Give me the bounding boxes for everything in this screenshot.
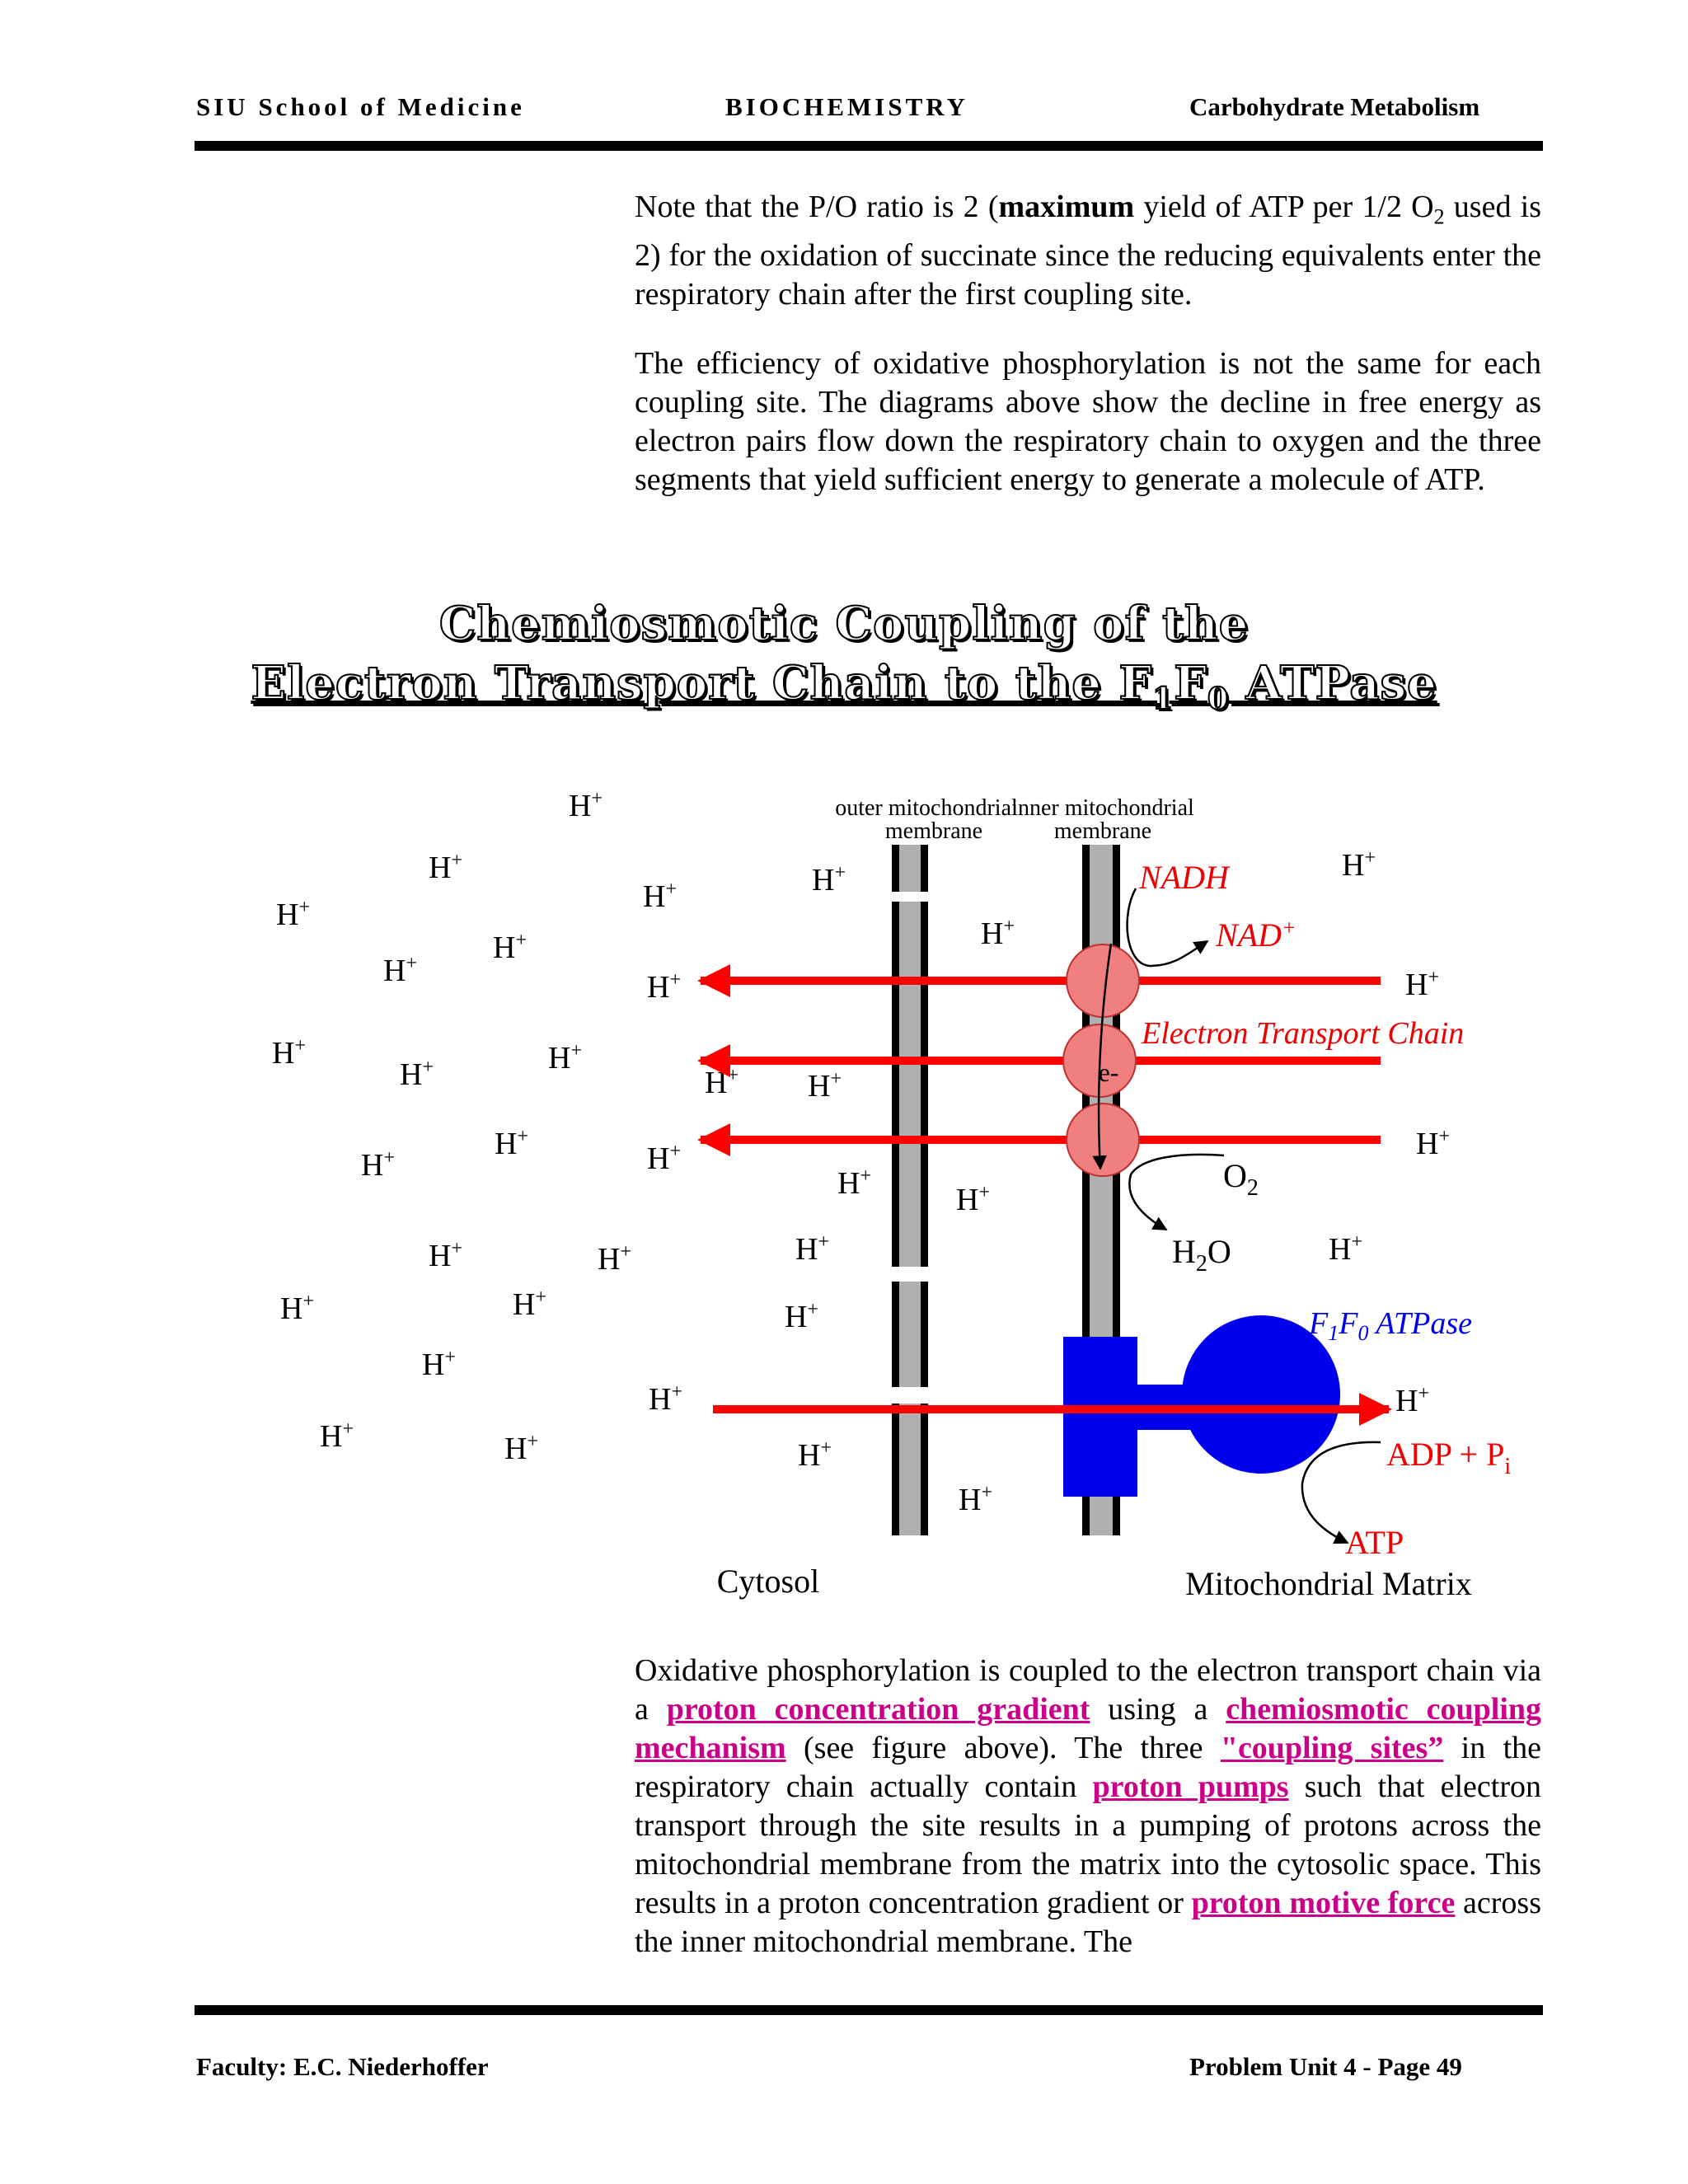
proton-label: H+: [959, 1482, 992, 1517]
proton-label: H+: [647, 1141, 681, 1176]
proton-label: H+: [548, 1040, 582, 1076]
oxygen-arrow: [1128, 1153, 1225, 1231]
proton-label: H+: [320, 1418, 354, 1454]
footer-faculty: Faculty: E.C. Niederhoffer: [196, 2052, 489, 2081]
etc-label: Electron Transport Chain: [1141, 1016, 1464, 1051]
inner-membrane-label: inner mitochondrial membrane: [1011, 795, 1194, 844]
proton-label: H+: [495, 1126, 528, 1161]
etc-complex-3: [1066, 1103, 1140, 1177]
proton-label: H+: [400, 1057, 434, 1092]
proton-label: H+: [981, 916, 1015, 951]
proton-label: H+: [837, 1165, 871, 1201]
proton-label: H+: [422, 1347, 456, 1382]
proton-label: H+: [383, 953, 417, 988]
matrix-label: Mitochondrial Matrix: [1185, 1565, 1472, 1602]
proton-label: H+: [429, 850, 462, 885]
header-school: SIU School of Medicine: [196, 92, 525, 121]
atpase-label: F1F0 ATPase: [1308, 1306, 1472, 1345]
link-proton-concentration-gradient[interactable]: proton concentration gradient: [666, 1692, 1090, 1727]
proton-label: H+: [785, 1299, 818, 1334]
proton-label: H+: [798, 1437, 832, 1473]
proton-label: H+: [1342, 847, 1376, 883]
figure-title-line1: Chemiosmotic Coupling of the: [438, 596, 1250, 652]
proton-group: H+ H+ H+ H+ H+ H+ H+ H+ H+ H+ H+ H+ H+ H+ H+ H+ H+ H+ H+ H+…: [272, 788, 1450, 1517]
proton-label: H+: [569, 788, 603, 823]
cytosol-label: Cytosol: [717, 1563, 819, 1600]
proton-label: H+: [361, 1147, 395, 1183]
proton-label: H+: [493, 930, 527, 965]
adp-label: ADP + Pi: [1386, 1436, 1511, 1479]
link-chemiosmotic-coupling[interactable]: chemiosmotic coupling mechanism: [635, 1692, 1542, 1765]
proton-label: H+: [429, 1238, 462, 1273]
proton-label: H+: [1329, 1231, 1362, 1267]
proton-label: H+: [647, 969, 681, 1005]
footer-rule: [195, 2005, 1543, 2015]
proton-label: H+: [643, 879, 677, 914]
proton-label: H+: [598, 1241, 631, 1277]
paragraph-oxidative-phosphorylation: Oxidative phosphorylation is coupled to …: [635, 1653, 1542, 1959]
nadh-label: NADH: [1138, 859, 1231, 896]
svg-text:membrane: membrane: [1054, 818, 1151, 844]
water-label: H2O: [1172, 1233, 1231, 1277]
proton-label: H+: [649, 1381, 682, 1417]
proton-label: H+: [812, 862, 846, 898]
oxygen-label: O2: [1223, 1157, 1259, 1201]
proton-label: H+: [705, 1065, 738, 1100]
adp-arrow: [1301, 1441, 1381, 1544]
nad-label: NAD+: [1215, 916, 1296, 954]
figure-title-line2: Electron Transport Chain to the F1F0 ATP…: [250, 655, 1437, 717]
proton-label: H+: [795, 1231, 829, 1267]
link-coupling-sites[interactable]: "coupling sites”: [1220, 1731, 1444, 1765]
paragraph-efficiency: The efficiency of oxidative phosphorylat…: [635, 346, 1541, 497]
proton-label: H+: [276, 897, 310, 932]
proton-label: H+: [272, 1035, 306, 1071]
atp-label: ATP: [1345, 1524, 1404, 1561]
electron-flow-arrow: [1092, 943, 1113, 1170]
link-proton-motive-force[interactable]: proton motive force: [1191, 1886, 1456, 1920]
proton-label: H+: [808, 1068, 842, 1104]
proton-label: H+: [1416, 1126, 1450, 1161]
outer-membrane-label: outer mitochondrial membrane: [835, 795, 1018, 844]
proton-label: H+: [1405, 967, 1439, 1002]
header-subject: BIOCHEMISTRY: [725, 92, 968, 121]
svg-text:membrane: membrane: [885, 818, 982, 844]
svg-text:inner mitochondrial: inner mitochondrial: [1011, 795, 1194, 821]
link-proton-pumps[interactable]: proton pumps: [1092, 1769, 1289, 1804]
header-rule: [195, 141, 1543, 151]
atpase-complex: [1063, 1315, 1340, 1497]
header-topic: Carbohydrate Metabolism: [1189, 92, 1480, 121]
outer-membrane: [892, 845, 928, 1535]
proton-label: H+: [280, 1291, 314, 1326]
nadh-arrow: [1126, 888, 1209, 968]
proton-label: H+: [1395, 1383, 1429, 1418]
paragraph-po-ratio: Note that the P/O ratio is 2 (maximum yi…: [635, 190, 1542, 312]
svg-text:outer mitochondrial: outer mitochondrial: [835, 795, 1018, 821]
proton-label: H+: [504, 1431, 538, 1466]
proton-label: H+: [513, 1286, 546, 1322]
proton-label: H+: [956, 1182, 990, 1217]
footer-page: Problem Unit 4 - Page 49: [1189, 2052, 1462, 2081]
electron-label: e-: [1099, 1057, 1119, 1087]
